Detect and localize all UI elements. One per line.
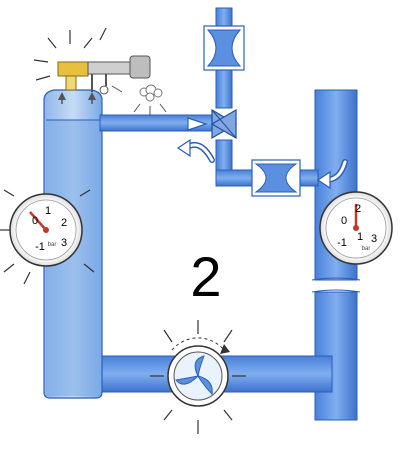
right-riser-pipe [311,89,361,421]
left-gauge-tick-1: 1 [45,205,51,217]
right-pressure-gauge: -1 0 1 2 3 bar [319,191,393,265]
left-gauge-tick-minus1: -1 [35,241,45,253]
actuator-activity-rays [33,27,107,81]
right-gauge-tick-minus1: -1 [337,237,347,249]
left-gauge-tick-3: 3 [61,237,67,249]
right-gauge-unit: bar [362,246,371,252]
pressure-switch-actuator [57,55,151,104]
right-gauge-tick-2: 2 [355,203,361,215]
left-gauge-rays [0,189,95,285]
left-gauge-unit: bar [48,242,57,248]
water-meter [251,159,301,197]
flow-arrow-right [316,159,348,190]
flow-arrow-valve [187,117,208,131]
flow-arrow-left [176,138,215,163]
circulation-pump [167,337,230,407]
three-way-valve [210,108,238,140]
step-number-label: 2 [190,245,221,308]
left-gauge-tick-0: 0 [32,215,38,227]
pump-activity-rays [150,320,246,434]
left-pressure-gauge: -1 0 1 2 3 bar [9,193,83,267]
vent-exhaust-icon [133,84,167,116]
right-gauge-tick-1: 1 [357,231,363,243]
left-gauge-tick-2: 2 [61,217,67,229]
right-gauge-tick-3: 3 [371,233,377,245]
upper-meter [203,25,245,71]
right-gauge-tick-0: 0 [341,215,347,227]
